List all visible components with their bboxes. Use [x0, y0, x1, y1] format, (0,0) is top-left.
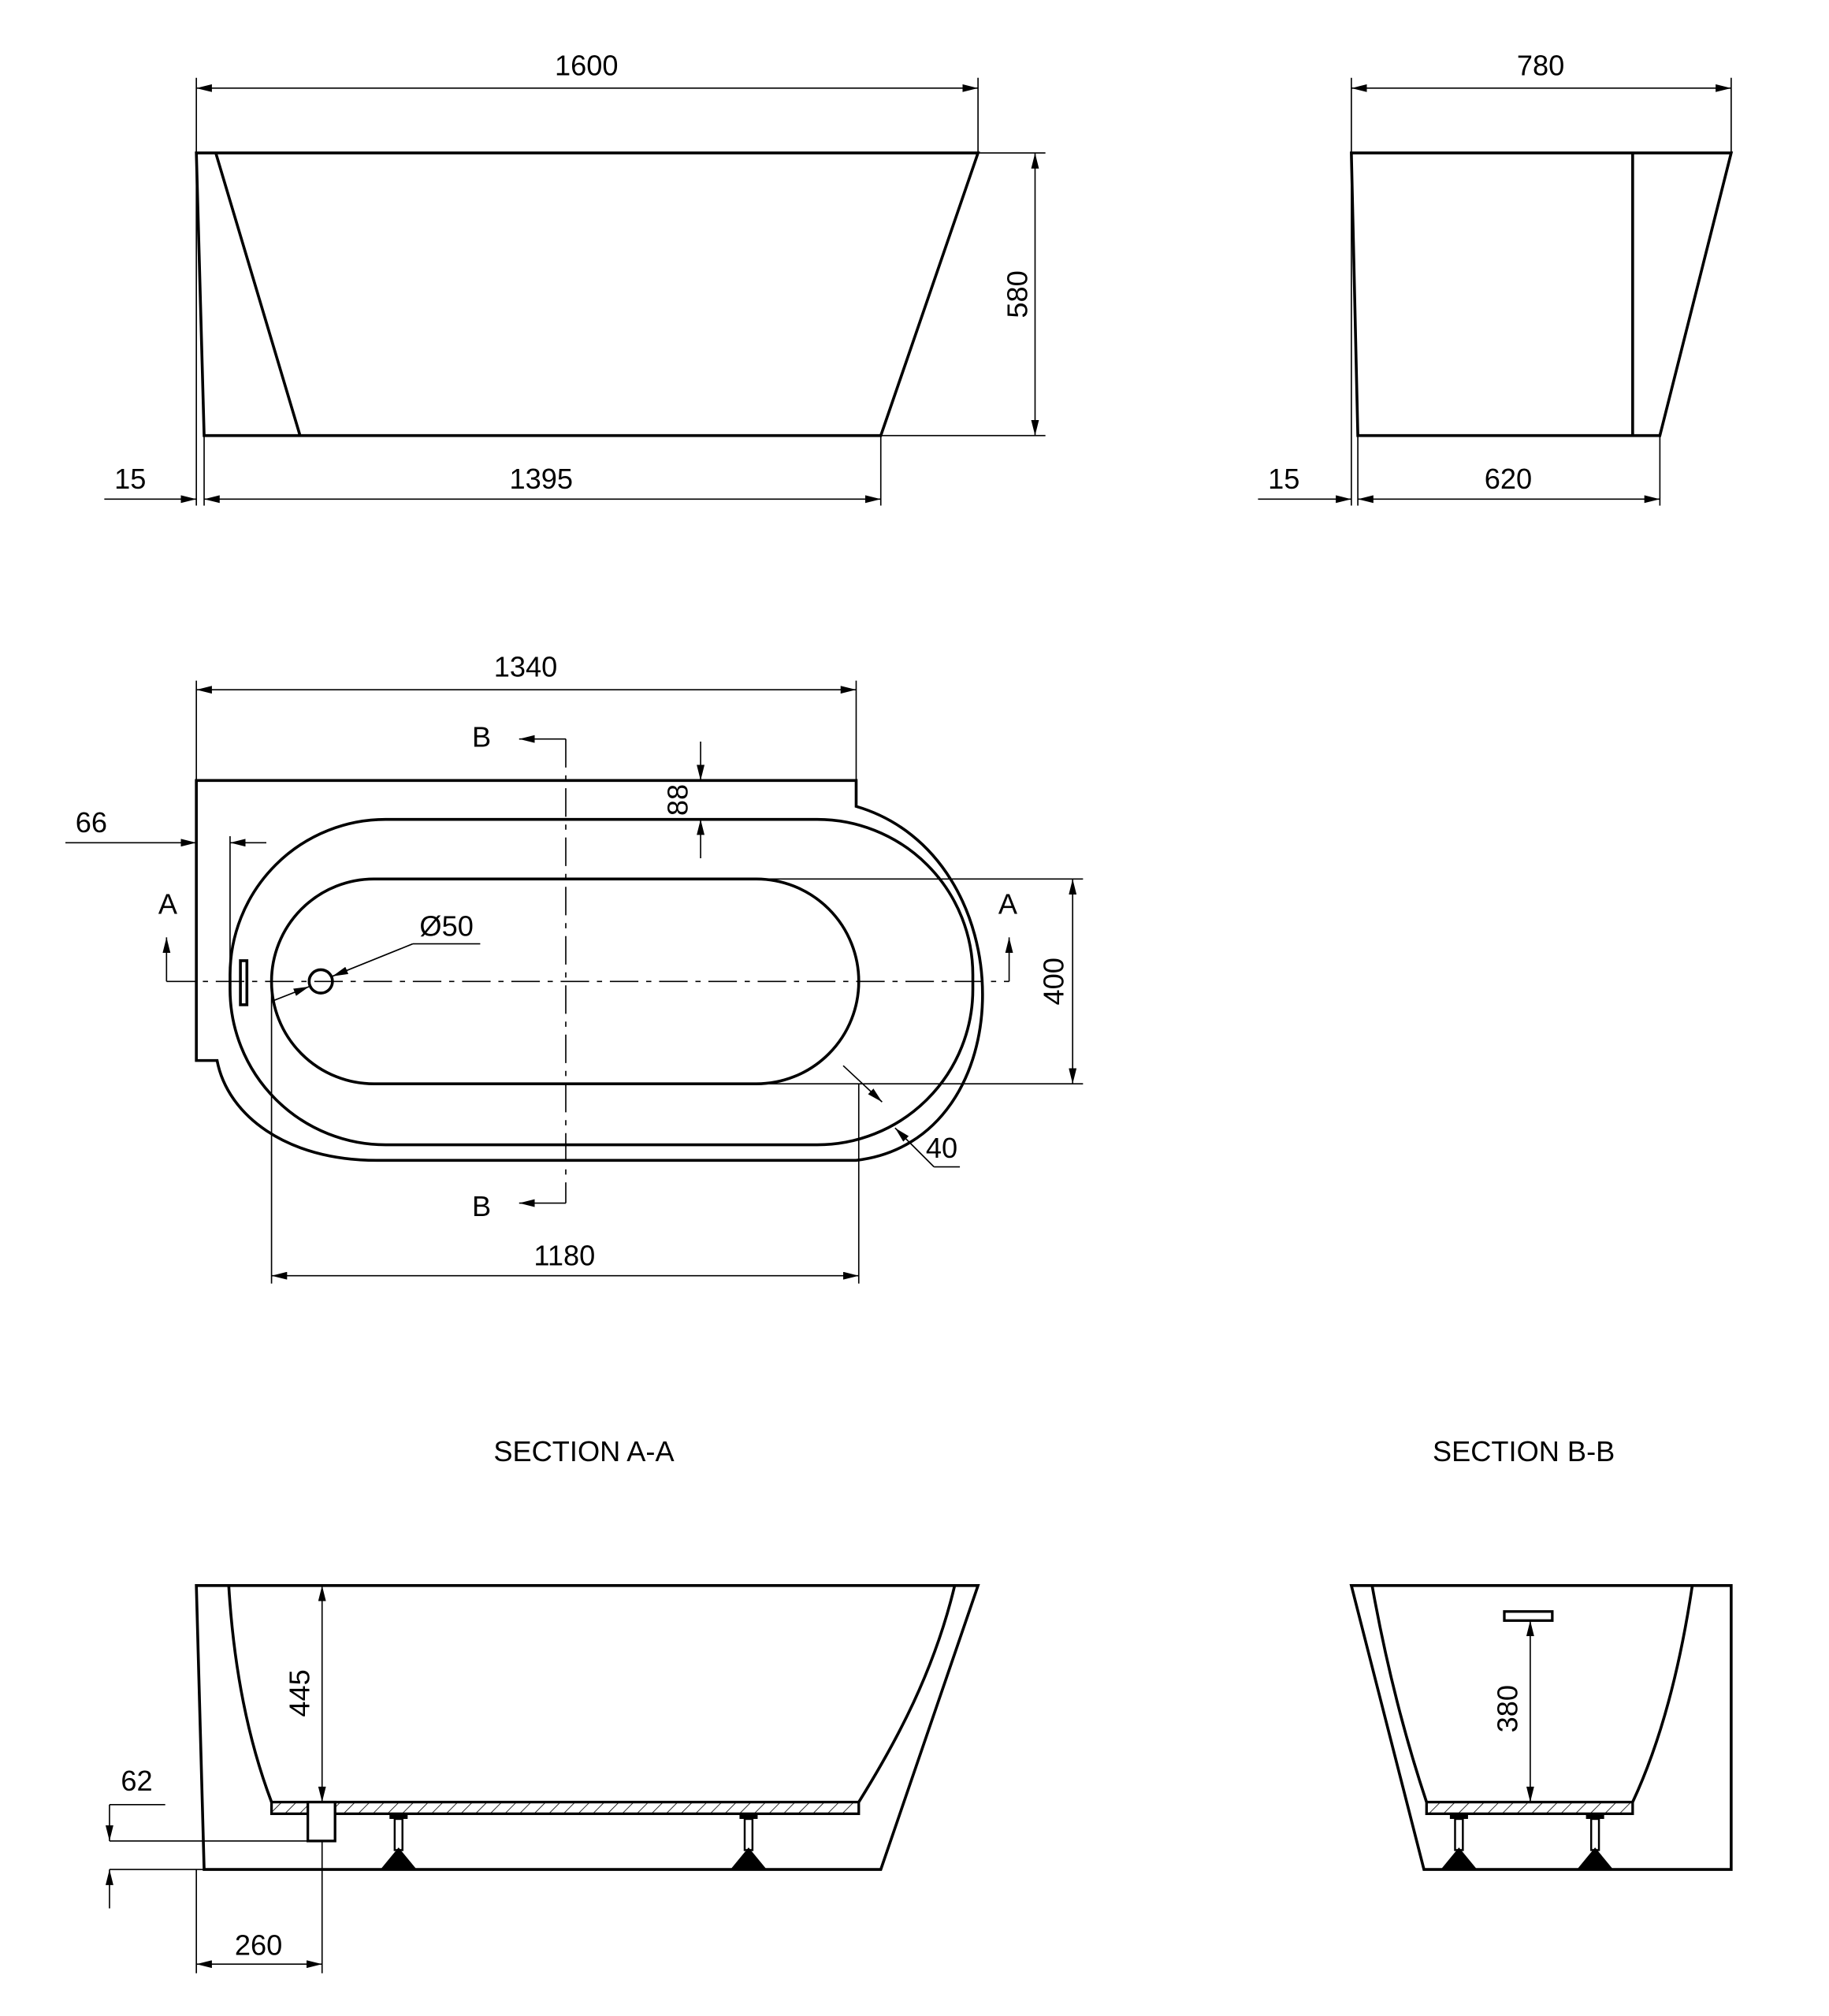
- dim-height: 580: [1002, 270, 1034, 318]
- section-a-right-label: A: [998, 888, 1018, 921]
- overflow-icon: [239, 959, 249, 1006]
- support-leg: [730, 1813, 767, 1870]
- section-bb: SECTION B-B 380: [1349, 1435, 1733, 1871]
- section-aa-title: SECTION A-A: [493, 1435, 675, 1467]
- dim-overflow-height: 380: [1491, 1685, 1523, 1732]
- dim-left-offset: 66: [76, 806, 107, 839]
- dim-base-length: 1395: [509, 463, 573, 495]
- dim-base-offset: 15: [114, 463, 146, 495]
- drain-fitting: [306, 1800, 336, 1843]
- dim-drain-position: 260: [235, 1929, 282, 1962]
- section-aa: SECTION A-A 445 62 260: [106, 1435, 980, 1973]
- dim-drain-diameter: Ø50: [419, 910, 473, 943]
- dim-drain-height: 62: [121, 1765, 152, 1797]
- dim-rim-width: 40: [926, 1132, 957, 1164]
- dim-overall-length: 1600: [555, 49, 619, 81]
- front-view: 1600 580 1395 15: [104, 49, 1046, 506]
- dim-side-base-offset: 15: [1268, 463, 1299, 495]
- support-leg: [380, 1813, 417, 1870]
- dim-basin-width: 400: [1038, 958, 1070, 1005]
- dim-base-width: 620: [1485, 463, 1532, 495]
- plan-view: 1340 B B 88 66 A A Ø50 400 40: [65, 651, 1084, 1284]
- dim-overall-width: 780: [1517, 49, 1564, 81]
- dim-depth: 445: [283, 1669, 315, 1717]
- drain-icon: [307, 968, 334, 995]
- support-leg: [1441, 1813, 1478, 1870]
- section-bb-title: SECTION B-B: [1433, 1435, 1615, 1467]
- section-a-left-label: A: [158, 888, 178, 921]
- dim-rim-offset: 88: [662, 784, 694, 816]
- section-b-top-label: B: [472, 721, 491, 753]
- section-b-bottom-label: B: [472, 1190, 491, 1222]
- overflow-fitting: [1503, 1610, 1554, 1622]
- side-view: 780 620 15: [1258, 49, 1734, 506]
- dim-basin-length: 1180: [533, 1240, 595, 1272]
- support-leg: [1577, 1813, 1614, 1870]
- dim-inner-length: 1340: [494, 651, 558, 683]
